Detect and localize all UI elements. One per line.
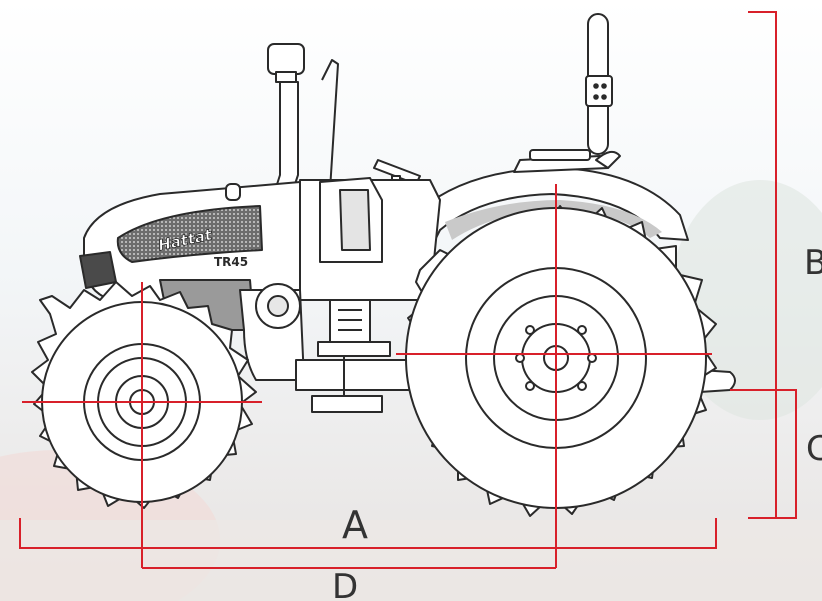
- hood-mesh-panel: [116, 205, 263, 263]
- dimension-c-line: [730, 389, 797, 519]
- rear-fender: [395, 167, 689, 291]
- rollover-bar: [585, 13, 613, 155]
- side-mirror-arm: [321, 59, 339, 191]
- dimension-a-line: [19, 518, 717, 549]
- footstep: [311, 395, 383, 413]
- model-badge: TR45: [214, 255, 248, 269]
- dimension-label-d: D: [332, 567, 358, 601]
- fender-shade: [445, 200, 662, 240]
- rear-wheel: [405, 205, 717, 517]
- dimension-lines: [19, 11, 797, 569]
- chassis-rail: [295, 359, 417, 391]
- dimension-label-a: A: [342, 503, 368, 547]
- front-grille: [79, 251, 117, 289]
- dimension-label-b: B: [804, 243, 822, 283]
- dimension-b-line: [748, 11, 777, 519]
- dimension-label-c: C: [806, 429, 822, 469]
